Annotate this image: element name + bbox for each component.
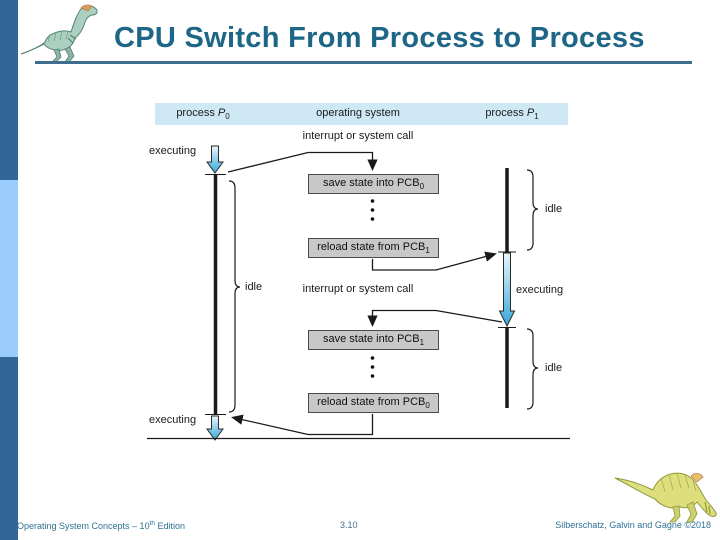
page-title: CPU Switch From Process to Process [114, 22, 645, 54]
title-underline [35, 61, 692, 64]
idle-label-right-bottom: idle [545, 362, 563, 374]
executing-arrow-p1-icon [498, 252, 516, 328]
sidebar-bar-bottom [0, 357, 18, 540]
executing-arrow-p0-bottom-icon [206, 415, 224, 441]
footer-page-number: 3.10 [340, 520, 358, 530]
executing-label-top-left: executing [149, 145, 197, 157]
dinosaur-logo-icon [18, 2, 118, 64]
idle-label-left: idle [245, 281, 263, 293]
footer-authors: Silberschatz, Galvin and Gagne ©2018 [555, 520, 711, 530]
executing-arrow-p0-top-icon [206, 145, 224, 174]
sidebar-bar-middle [0, 180, 18, 357]
p1-timeline [498, 168, 516, 408]
process-p0-label: process P0 [176, 107, 230, 122]
interrupt-label-middle: interrupt or system call [302, 283, 414, 295]
diagram-header-banner: process P0 operating system process P1 [155, 103, 568, 125]
interrupt-label-top: interrupt or system call [302, 130, 414, 142]
executing-label-bottom-left: executing [149, 414, 197, 426]
footer-book-title: Operating System Concepts – 10th Edition [17, 520, 186, 531]
operating-system-label: operating system [316, 107, 400, 119]
dinosaur-mascot-icon [613, 452, 720, 526]
idle-label-right-top: idle [545, 203, 563, 215]
save-state-pcb0-box: save state into PCB0 [308, 174, 439, 194]
p0-timeline [205, 174, 226, 415]
save-state-pcb1-box: save state into PCB1 [308, 330, 439, 350]
reload-state-pcb0-box: reload state from PCB0 [308, 393, 439, 413]
executing-label-right: executing [516, 284, 564, 296]
sidebar-bar-top [0, 0, 18, 180]
reload-state-pcb1-box: reload state from PCB1 [308, 238, 439, 258]
process-p1-label: process P1 [485, 107, 539, 122]
